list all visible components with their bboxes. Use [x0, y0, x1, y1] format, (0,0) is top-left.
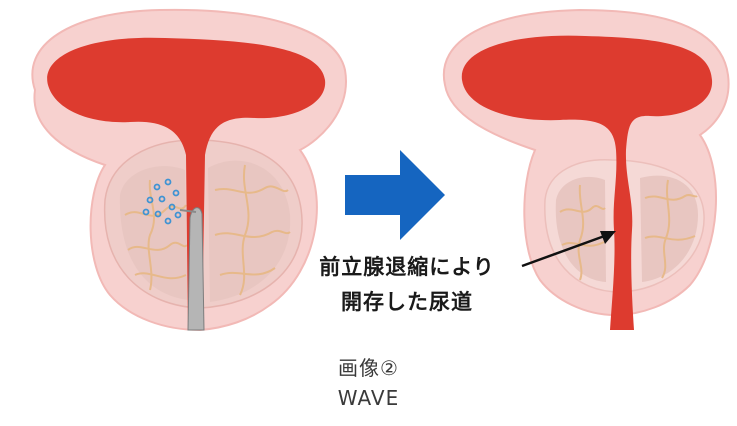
right-arrow-icon: [345, 150, 445, 240]
figure-caption-number: 画像②: [0, 352, 737, 381]
annotation-text: 前立腺退縮により 開存した尿道: [282, 250, 532, 320]
annotation-line-2: 開存した尿道: [282, 285, 532, 320]
surgical-probe: [188, 208, 204, 330]
figure-caption-title: WAVE: [0, 386, 737, 410]
annotation-line-1: 前立腺退縮により: [282, 250, 532, 285]
